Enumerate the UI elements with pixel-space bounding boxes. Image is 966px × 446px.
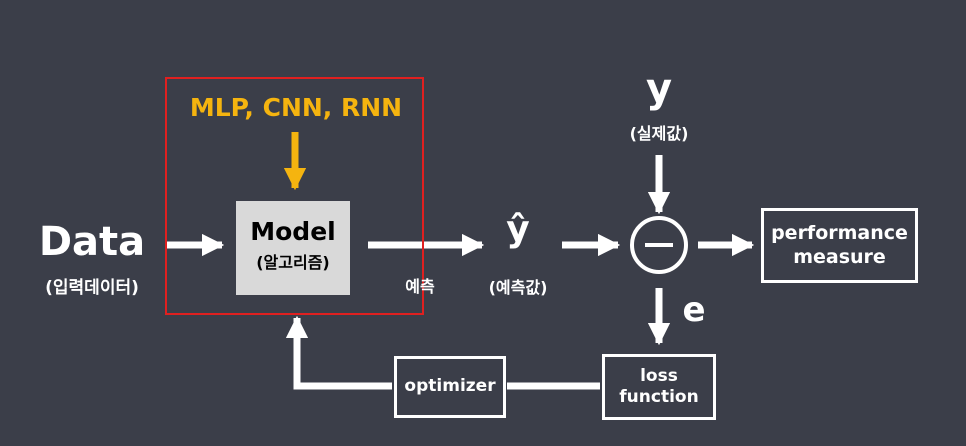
model-subtitle: (알고리즘) (256, 253, 330, 272)
model-box: Model (알고리즘) (236, 201, 350, 295)
input-subtitle: (입력데이터) (45, 278, 139, 298)
loss-function-box: loss function (602, 354, 716, 420)
model-highlight-frame (165, 77, 424, 315)
loss-line2: function (619, 387, 699, 407)
performance-line2: measure (793, 245, 886, 268)
compare-circle (630, 216, 688, 274)
prediction-symbol: ŷ (506, 209, 530, 250)
algorithms-label: MLP, CNN, RNN (189, 93, 403, 122)
arrow-optimizer-to-model (285, 315, 392, 390)
prediction-subtitle: (예측값) (488, 278, 548, 297)
error-label: e (682, 290, 706, 330)
compare-symbol: − (0, 0, 1, 1)
input-title: Data (38, 219, 146, 265)
model-title: Model (250, 217, 336, 246)
target-symbol: y (645, 66, 673, 112)
performance-line1: performance (771, 221, 908, 244)
performance-measure-box: performance measure (761, 208, 918, 283)
optimizer-box: optimizer (394, 356, 506, 418)
compare-minus-sign (645, 243, 673, 247)
loss-line1: loss (640, 365, 678, 386)
optimizer-label: optimizer (404, 376, 496, 397)
target-subtitle: (실제값) (629, 124, 689, 143)
prediction-edge-label: 예측 (405, 277, 435, 296)
